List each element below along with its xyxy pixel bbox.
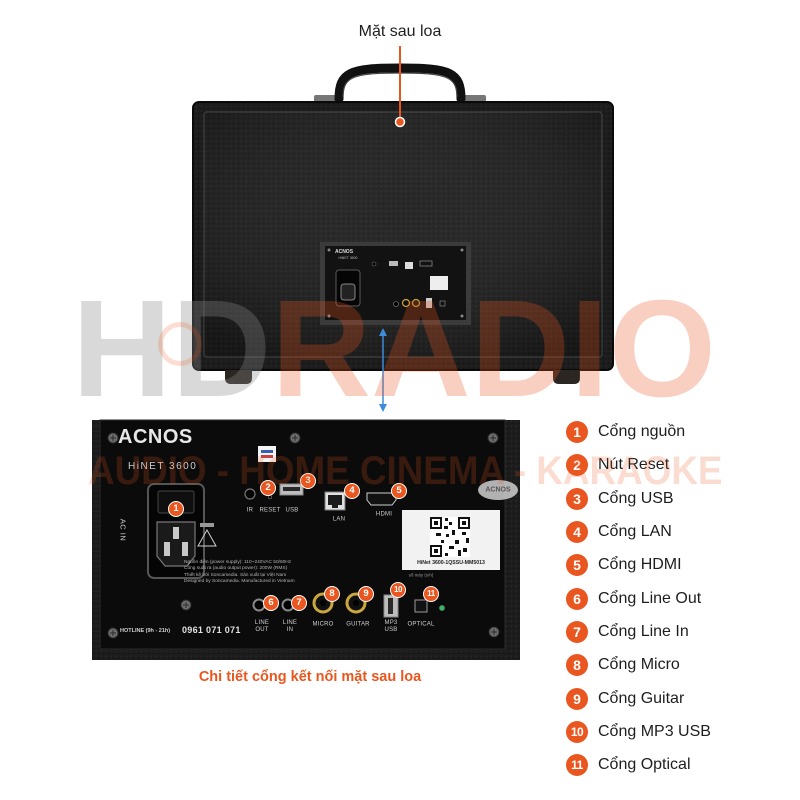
line-out-label: LINE OUT — [254, 620, 270, 633]
lan-label: LAN — [332, 516, 346, 523]
legend-item: 3 Cổng USB — [566, 482, 711, 515]
lan-port-icon — [324, 491, 346, 511]
legend-label: Cổng nguồn — [598, 423, 686, 441]
legend-number: 11 — [566, 754, 588, 777]
legend-number: 10 — [566, 720, 588, 743]
legend-item: 7 Cổng Line In — [566, 615, 711, 648]
serial-code: HiNet 3600-1QSSU-MM5013 — [417, 560, 485, 566]
legend-number: 3 — [566, 487, 588, 510]
warning-icon — [197, 523, 217, 547]
ir-sensor — [244, 488, 256, 500]
usb-port-icon — [279, 483, 304, 496]
legend-number: 8 — [566, 654, 588, 677]
spec-line: Công suất ra (audio output power): 200W … — [184, 566, 288, 572]
badge-line-in: 7 — [291, 595, 307, 611]
badge-line-out: 6 — [263, 595, 279, 611]
legend-label: Cổng LAN — [598, 523, 672, 541]
spec-line: Designed by Soncamedia. Manufactured in … — [184, 579, 295, 585]
legend-number: 2 — [566, 454, 588, 477]
badge-lan: 4 — [344, 483, 360, 499]
legend-label: Cổng MP3 USB — [598, 722, 711, 740]
legend-number: 1 — [566, 421, 588, 444]
usb-label: USB — [285, 507, 299, 514]
hotline-number: 0961 071 071 — [182, 625, 241, 635]
overview-model: HiNET 3600 — [338, 256, 358, 260]
legend-label: Cổng Line Out — [598, 589, 702, 607]
legend-label: Cổng Micro — [598, 656, 680, 674]
rear-panel-overview — [320, 242, 471, 325]
ac-in-label: AC IN — [118, 518, 128, 542]
brand-oval-sticker — [478, 480, 518, 500]
rear-view-label: Mặt sau loa — [358, 23, 442, 40]
oval-sticker-brand: ACNOS — [485, 486, 511, 494]
guitar-label: GUITAR — [346, 621, 370, 628]
badge-hdmi: 5 — [391, 483, 407, 499]
micro-label: MICRO — [312, 621, 334, 628]
legend-item: 6 Cổng Line Out — [566, 582, 711, 615]
legend-number: 6 — [566, 587, 588, 610]
mp3-usb-port — [383, 594, 399, 618]
reset-label: RESET — [259, 507, 281, 514]
badge-guitar: 9 — [358, 586, 374, 602]
legend-label: Cổng USB — [598, 489, 674, 507]
legend-item: 5 Cổng HDMI — [566, 549, 711, 582]
warranty-seal — [258, 446, 276, 462]
legend-item: 4 Cổng LAN — [566, 515, 711, 548]
zoom-arrow — [379, 328, 387, 412]
badge-reset: 2 — [260, 480, 276, 496]
badge-mp3-usb: 10 — [390, 582, 406, 598]
screw-icon — [107, 432, 500, 639]
optical-label: OPTICAL — [407, 621, 435, 628]
legend-number: 5 — [566, 554, 588, 577]
optical-port — [414, 599, 446, 613]
panel-model: HiNET 3600 — [128, 461, 198, 472]
legend-number: 7 — [566, 620, 588, 643]
qr-code-icon — [430, 517, 470, 557]
spec-line: Nguồn điện (power supply): 110~240VAC 50… — [184, 560, 292, 565]
badge-micro: 8 — [324, 586, 340, 602]
legend-label: Cổng Guitar — [598, 689, 685, 707]
badge-optical: 11 — [423, 586, 439, 602]
rear-panel-pointer — [394, 46, 406, 128]
power-specs: Nguồn điện (power supply): 110~240VAC 50… — [184, 560, 295, 586]
panel-brand-logo: ACNOS — [118, 426, 193, 448]
legend-item: 9 Cổng Guitar — [566, 682, 711, 715]
badge-power: 1 — [168, 501, 184, 517]
legend-label: Nút Reset — [598, 456, 670, 474]
detail-caption: Chi tiết cổng kết nối mặt sau loa — [198, 669, 422, 685]
serial-caption: số máy (s/n) — [408, 572, 434, 578]
speaker-cabinet — [192, 101, 614, 371]
hotline-label: HOTLINE (9h - 21h) — [120, 628, 171, 634]
ir-label: IR — [246, 507, 254, 514]
spec-line: Thiết kế bởi Soncamedia. Sản xuất tại Vi… — [184, 572, 287, 578]
legend-item: 8 Cổng Micro — [566, 649, 711, 682]
line-in-label: LINE IN — [282, 620, 298, 633]
legend-item: 1 Cổng nguồn — [566, 416, 711, 449]
mp3-usb-label: MP3 USB — [384, 620, 398, 633]
hdmi-label: HDMI — [375, 511, 393, 518]
legend-number: 9 — [566, 687, 588, 710]
legend-label: Cổng Line In — [598, 622, 689, 640]
legend-label: Cổng Optical — [598, 756, 691, 774]
legend-item: 11 Cổng Optical — [566, 748, 711, 781]
overview-brand: ACNOS — [334, 249, 354, 255]
speaker-feet — [225, 370, 580, 384]
legend-number: 4 — [566, 521, 588, 544]
legend-item: 10 Cổng MP3 USB — [566, 715, 711, 748]
legend-item: 2 Nút Reset — [566, 449, 711, 482]
legend-label: Cổng HDMI — [598, 556, 682, 574]
badge-usb: 3 — [300, 473, 316, 489]
